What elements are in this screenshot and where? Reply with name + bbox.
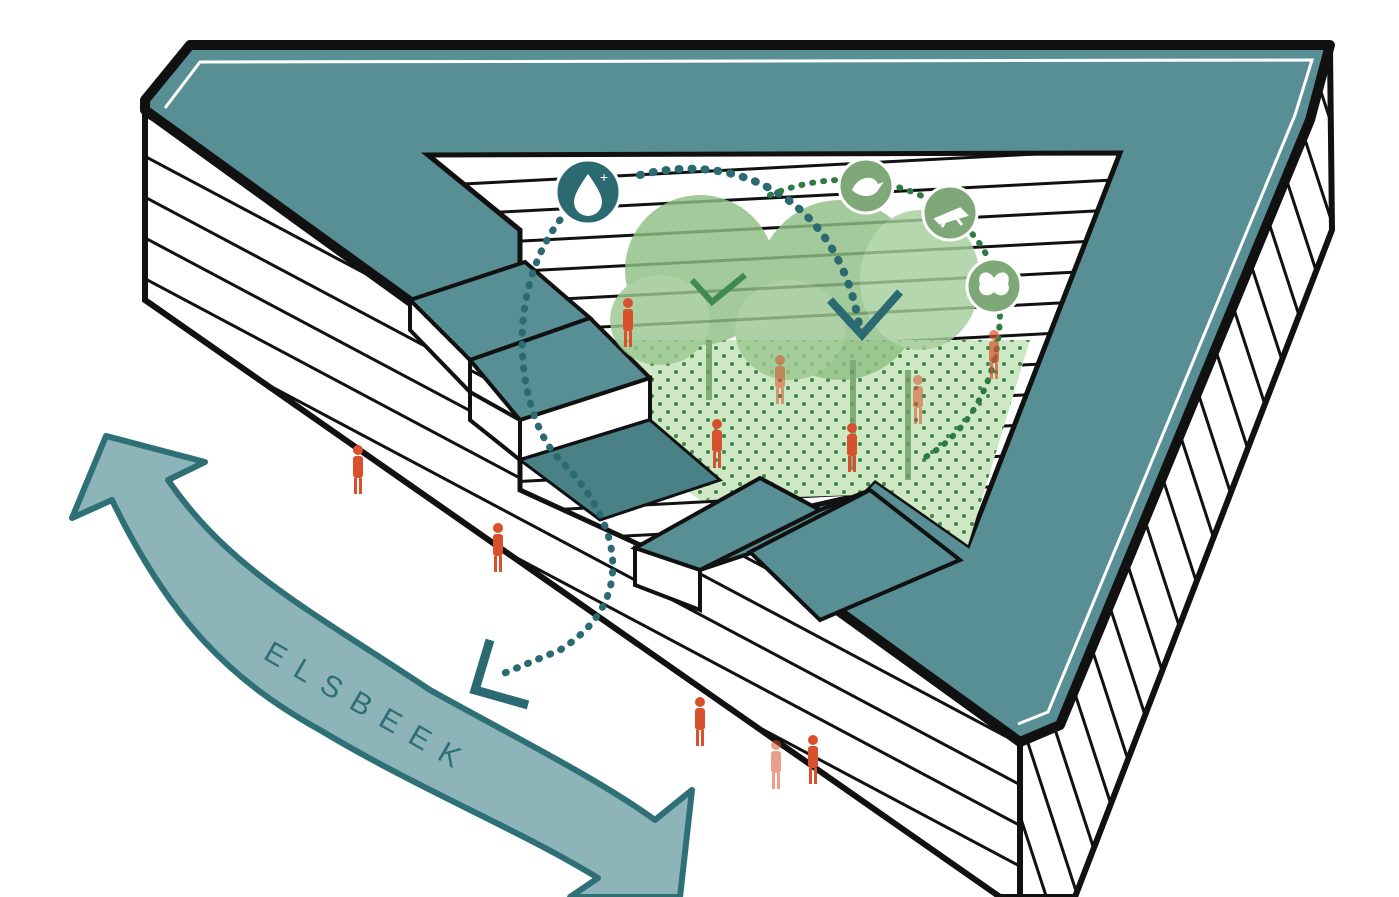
- butterfly-icon: [967, 259, 1021, 313]
- water-drop-plus-icon: +: [556, 160, 620, 224]
- person: [353, 445, 363, 494]
- bird-icon: [839, 159, 893, 213]
- person: [808, 735, 818, 784]
- svg-text:+: +: [600, 169, 608, 185]
- person: [771, 740, 781, 789]
- person: [695, 697, 705, 746]
- outflow-chevron-icon: [475, 640, 528, 705]
- grasshopper-icon: [923, 186, 977, 240]
- person: [493, 523, 503, 572]
